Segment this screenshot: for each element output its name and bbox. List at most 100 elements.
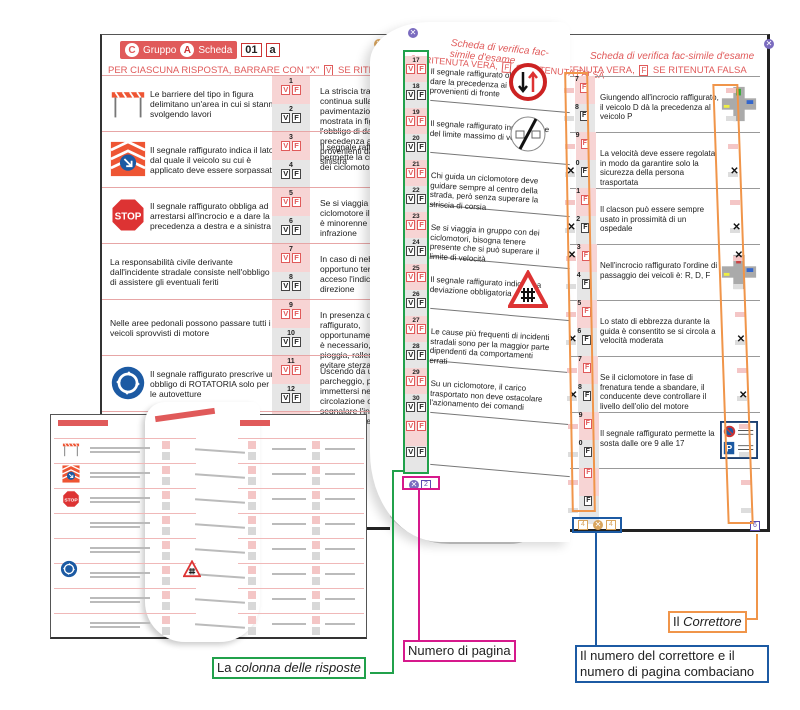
scheda-number: 01 [241,43,262,57]
false-checkbox[interactable]: F [584,496,593,506]
true-checkbox[interactable]: V [406,376,416,386]
false-checkbox[interactable]: F [580,111,589,121]
true-checkbox[interactable]: V [406,246,416,256]
true-checkbox[interactable]: V [281,169,291,179]
true-checkbox[interactable]: V [281,393,291,403]
false-checkbox[interactable]: F [292,113,301,123]
false-checkbox[interactable]: F [417,194,426,204]
priority-oncoming-sign-icon [508,62,548,107]
false-checkbox[interactable]: F [583,447,592,457]
false-checkbox[interactable]: F [292,169,301,179]
mini-row-divider [54,563,196,564]
question-row: La velocità deve essere regolata in modo… [570,132,760,188]
true-checkbox[interactable]: V [281,225,291,235]
false-checkbox[interactable]: F [292,393,301,403]
true-checkbox[interactable]: V [406,298,416,308]
false-checkbox[interactable]: F [417,220,426,230]
false-checkbox[interactable]: F [582,307,591,317]
false-checkbox[interactable]: F [292,337,301,347]
false-checkbox[interactable]: F [581,195,590,205]
false-checkbox[interactable]: F [417,324,426,334]
false-checkbox[interactable]: F [580,83,589,93]
mini-answer-cell [162,502,170,510]
false-checkbox[interactable]: F [417,402,426,412]
true-checkbox[interactable]: V [406,402,416,412]
false-checkbox[interactable]: F [583,363,592,373]
false-checkbox[interactable]: F [292,141,301,151]
true-checkbox[interactable]: V [406,168,416,178]
true-checkbox[interactable]: V [406,447,416,457]
true-checkbox[interactable]: V [281,113,291,123]
false-checkbox[interactable]: F [417,272,426,282]
true-checkbox[interactable]: V [406,90,416,100]
true-checkbox[interactable]: V [406,142,416,152]
false-checkbox[interactable]: F [417,447,426,457]
corrector-slot [732,256,743,261]
false-checkbox[interactable]: F [292,309,301,319]
x-mark-icon: ✕ [567,250,577,261]
mini-answer-cell [312,602,320,610]
question-left: Il segnale raffigurato prescrive un obbl… [110,366,278,400]
close-icon[interactable]: ✕ [764,39,774,49]
false-checkbox[interactable]: F [584,468,593,478]
logo-icon: C [125,43,139,57]
false-checkbox[interactable]: F [417,64,426,74]
question-number: 9 [575,132,580,139]
true-checkbox[interactable]: V [406,324,416,334]
false-checkbox[interactable]: F [292,253,301,263]
false-checkbox[interactable]: F [580,139,589,149]
false-checkbox[interactable]: F [417,168,426,178]
false-checkbox[interactable]: F [581,251,591,261]
false-checkbox[interactable]: F [417,376,426,386]
false-checkbox[interactable]: F [292,225,301,235]
false-checkbox[interactable]: F [581,223,590,233]
false-checkbox[interactable]: F [417,298,426,308]
true-checkbox[interactable]: V [406,64,416,74]
true-checkbox[interactable]: V [406,272,416,282]
true-checkbox[interactable]: V [406,194,416,204]
mini-answer-cell [248,591,256,599]
true-checkbox[interactable]: V [281,253,291,263]
false-checkbox[interactable]: F [417,90,426,100]
question-number: 2 [289,106,293,113]
false-checkbox[interactable]: F [417,246,426,256]
true-checkbox[interactable]: V [281,141,291,151]
true-checkbox[interactable]: V [281,365,291,375]
true-checkbox[interactable]: V [406,116,416,126]
true-checkbox[interactable]: V [406,220,416,230]
x-mark-icon: ✕ [736,334,746,345]
false-checkbox[interactable]: F [292,85,301,95]
close-icon[interactable]: ✕ [593,520,603,530]
corrector-slot [568,480,579,485]
false-checkbox[interactable]: F [417,142,426,152]
false-checkbox[interactable]: F [583,419,592,429]
callout-text: Il [673,614,684,629]
true-checkbox[interactable]: V [406,350,416,360]
question-text: La velocità deve essere regolata in modo… [600,149,716,187]
close-icon[interactable]: ✕ [408,28,418,38]
false-checkbox[interactable]: F [292,197,301,207]
true-checkbox[interactable]: V [281,197,291,207]
scheda-label: Scheda [198,44,233,56]
true-checkbox[interactable]: V [281,281,291,291]
false-checkbox[interactable]: F [582,335,591,345]
false-checkbox[interactable]: F [292,281,301,291]
false-checkbox[interactable]: F [583,391,592,401]
true-checkbox[interactable]: V [281,309,291,319]
false-checkbox[interactable]: F [580,167,589,177]
false-checkbox[interactable]: F [417,421,426,431]
mini-text-line [325,573,355,575]
corrector-slot [734,312,745,317]
true-checkbox[interactable]: V [281,85,291,95]
false-checkbox[interactable]: F [417,350,426,360]
false-checkbox[interactable]: F [581,279,591,289]
true-checkbox[interactable]: V [406,421,416,431]
true-checkbox[interactable]: V [281,337,291,347]
false-checkbox[interactable]: F [417,116,426,126]
close-icon[interactable]: ✕ [409,480,419,490]
corrector-slot [567,396,577,401]
false-checkbox[interactable]: F [292,365,301,375]
